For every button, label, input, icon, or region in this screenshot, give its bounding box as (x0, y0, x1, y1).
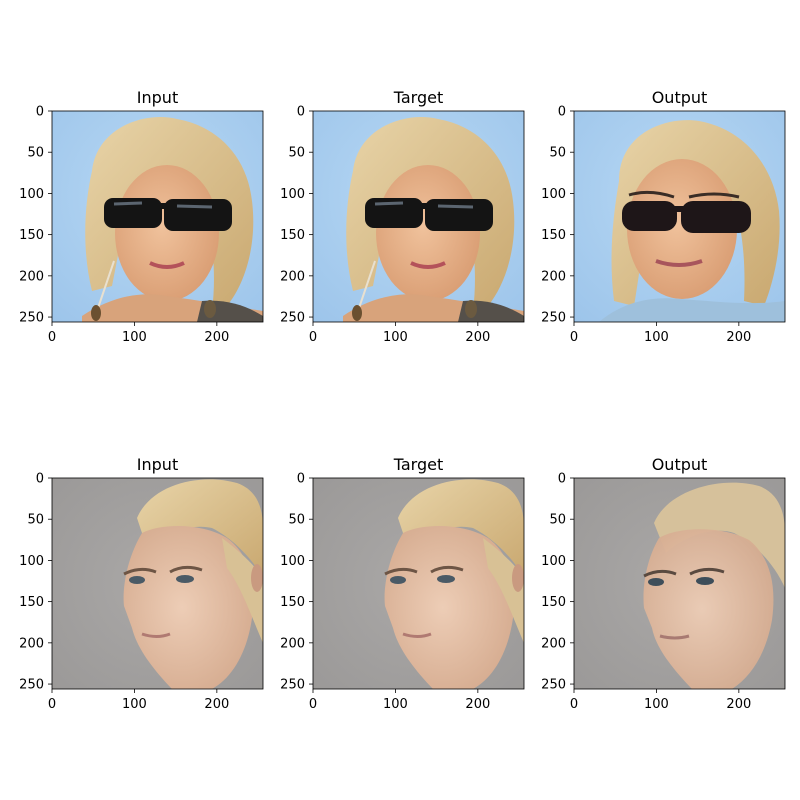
x-tick-label: 100 (383, 330, 408, 345)
y-tick-label: 100 (19, 187, 44, 202)
panel-image (313, 478, 524, 689)
x-tick-label: 0 (309, 330, 317, 345)
axes-frame (312, 110, 525, 323)
y-tick-label: 250 (19, 678, 44, 693)
x-tick-label: 200 (465, 330, 490, 345)
x-tick-label: 100 (122, 697, 147, 712)
x-tick-label: 200 (465, 697, 490, 712)
y-tick-label: 50 (288, 146, 305, 161)
panel-image (52, 478, 263, 689)
panel-input: Input 0 50 100 150 200 250 0 100 200 (19, 455, 264, 712)
y-tick-label: 250 (280, 311, 305, 326)
panel-image (574, 111, 785, 322)
panel-output: Output 0 50 100 150 200 250 0 100 200 (541, 455, 786, 712)
y-tick-label: 0 (558, 472, 566, 487)
y-tick-label: 100 (280, 187, 305, 202)
y-tick-label: 100 (541, 187, 566, 202)
x-tick-label: 0 (570, 330, 578, 345)
panel-image (574, 478, 785, 689)
y-tick-label: 0 (558, 105, 566, 120)
y-tick-label: 200 (541, 269, 566, 284)
y-tick-label: 150 (541, 228, 566, 243)
x-tick-label: 200 (204, 330, 229, 345)
y-tick-label: 250 (541, 678, 566, 693)
x-tick-label: 100 (383, 697, 408, 712)
y-tick-label: 250 (19, 311, 44, 326)
y-tick-label: 200 (280, 269, 305, 284)
panel-title: Output (652, 455, 708, 474)
x-tick-label: 100 (644, 697, 669, 712)
axes-frame (573, 477, 786, 690)
y-tick-label: 150 (19, 595, 44, 610)
y-tick-label: 50 (27, 513, 44, 528)
y-tick-label: 200 (280, 636, 305, 651)
x-tick-label: 0 (570, 697, 578, 712)
panel-title: Target (393, 455, 444, 474)
panel-title: Target (393, 88, 444, 107)
y-tick-label: 150 (19, 228, 44, 243)
axes-frame (51, 110, 264, 323)
x-tick-label: 100 (122, 330, 147, 345)
y-tick-label: 50 (27, 146, 44, 161)
y-tick-label: 100 (19, 554, 44, 569)
y-tick-label: 50 (549, 146, 566, 161)
y-tick-label: 150 (280, 228, 305, 243)
panel-output: Output 0 50 100 150 200 250 0 100 200 (541, 88, 786, 345)
x-tick-label: 200 (726, 330, 751, 345)
y-tick-label: 50 (549, 513, 566, 528)
y-tick-label: 250 (541, 311, 566, 326)
axes-frame (312, 477, 525, 690)
panel-target: Target 0 50 100 150 200 250 0 100 200 (280, 455, 525, 712)
y-tick-label: 200 (541, 636, 566, 651)
y-tick-label: 250 (280, 678, 305, 693)
y-tick-label: 200 (19, 269, 44, 284)
axes-frame (51, 477, 264, 690)
x-tick-label: 200 (204, 697, 229, 712)
y-tick-label: 0 (36, 472, 44, 487)
y-tick-label: 150 (280, 595, 305, 610)
x-tick-label: 200 (726, 697, 751, 712)
panel-target: Target 0 50 100 150 200 250 0 100 200 (280, 88, 525, 345)
x-tick-label: 0 (48, 330, 56, 345)
panel-image (52, 111, 263, 322)
y-tick-label: 100 (280, 554, 305, 569)
panel-title: Input (137, 88, 178, 107)
x-tick-label: 0 (309, 697, 317, 712)
y-tick-label: 50 (288, 513, 305, 528)
x-tick-label: 100 (644, 330, 669, 345)
panel-image (313, 111, 524, 322)
panel-title: Output (652, 88, 708, 107)
y-tick-label: 200 (19, 636, 44, 651)
y-tick-label: 100 (541, 554, 566, 569)
panel-title: Input (137, 455, 178, 474)
x-tick-label: 0 (48, 697, 56, 712)
y-tick-label: 150 (541, 595, 566, 610)
y-tick-label: 0 (36, 105, 44, 120)
y-tick-label: 0 (297, 105, 305, 120)
axes-frame (573, 110, 786, 323)
panel-input: Input 0 50 100 150 200 250 0 100 200 (19, 88, 264, 345)
y-tick-label: 0 (297, 472, 305, 487)
